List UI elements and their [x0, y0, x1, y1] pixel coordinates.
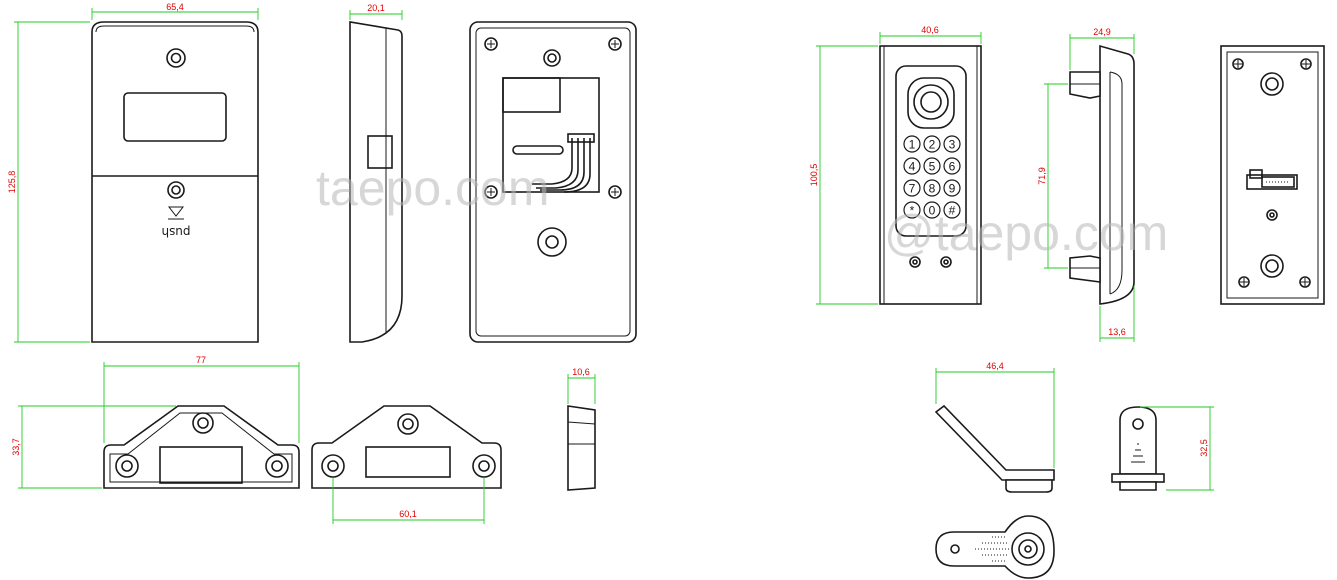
screw-icon — [1300, 58, 1312, 70]
screw-icon — [484, 37, 498, 51]
keypad-height-label: 100,5 — [809, 164, 819, 187]
front-width-label: 65,4 — [166, 2, 184, 12]
front-height-label: 125,8 — [7, 171, 17, 194]
front-width-dimension: 65,4 — [91, 2, 259, 20]
keypad-key-3: 3 — [943, 135, 961, 153]
base-height-dimension: 33,7 — [11, 405, 176, 489]
keypad-key-label: 4 — [909, 160, 916, 174]
hole-spacing-label: 60,1 — [399, 509, 417, 519]
base-width-label: 77 — [196, 355, 206, 365]
base-side-view — [567, 405, 596, 491]
keypad-side-view — [1069, 44, 1135, 305]
keypad-height-dimension: 100,5 — [809, 45, 878, 305]
keypad-width-dimension: 40,6 — [879, 25, 982, 44]
base-view — [103, 405, 300, 489]
keyfob-top-view — [935, 515, 1055, 579]
screw-icon — [1232, 58, 1244, 70]
keyfob-front-view — [1111, 406, 1165, 491]
keypad-back-view — [1220, 45, 1325, 305]
base-width-dimension: 77 — [103, 355, 300, 443]
base-thickness-label: 10,6 — [572, 367, 590, 377]
keypad-key-1: 1 — [903, 135, 921, 153]
keypad-key-4: 4 — [903, 157, 921, 175]
screw-icon — [608, 185, 622, 199]
keypad-key-label: * — [910, 204, 915, 218]
keypad-key-label: 6 — [949, 160, 956, 174]
front-view: push — [91, 21, 259, 343]
keypad-key-8: 8 — [923, 179, 941, 197]
bracket-depth-dimension: 13,6 — [1099, 286, 1135, 342]
keypad-key-label: 2 — [929, 138, 936, 152]
watermark-right: @taepo.com — [884, 205, 1168, 261]
keypad-key-0: 0 — [923, 201, 941, 219]
keypad-key-label: 3 — [949, 138, 956, 152]
keypad-key-label: 7 — [909, 182, 916, 196]
bracket-spacing-dimension: 71,9 — [1037, 83, 1068, 269]
keypad-key-label: 8 — [929, 182, 936, 196]
keypad-key-7: 7 — [903, 179, 921, 197]
bracket-spacing-label: 71,9 — [1037, 167, 1047, 185]
key-height-dimension: 32,5 — [1140, 406, 1214, 491]
push-label: push — [161, 225, 190, 239]
keypad-key-*: * — [903, 201, 921, 219]
keypad-width-label: 40,6 — [921, 25, 939, 35]
keypad-key-label: 0 — [929, 204, 936, 218]
side-width-label: 20,1 — [367, 3, 385, 13]
base-thickness-dimension: 10,6 — [567, 367, 596, 404]
side-width-dimension: 20,1 — [349, 3, 403, 20]
screw-icon — [1299, 276, 1311, 288]
base-bottom-view — [311, 405, 502, 489]
bracket-depth-label: 13,6 — [1108, 327, 1126, 337]
keyfob-side-view — [934, 404, 1055, 493]
keypad-depth-dimension: 24,9 — [1069, 27, 1135, 70]
front-height-dimension: 125,8 — [7, 21, 90, 343]
watermark-left: taepo.com — [316, 160, 549, 216]
hole-spacing-dimension: 60,1 — [332, 478, 485, 524]
keypad-key-label: 1 — [909, 138, 916, 152]
keypad-key-label: 5 — [929, 160, 936, 174]
base-height-label: 33,7 — [11, 438, 21, 456]
screw-icon — [1238, 276, 1250, 288]
keypad-key-6: 6 — [943, 157, 961, 175]
keypad-key-#: # — [943, 201, 961, 219]
keypad-key-label: # — [949, 204, 956, 218]
keypad-key-2: 2 — [923, 135, 941, 153]
keypad-depth-label: 24,9 — [1093, 27, 1111, 37]
keypad-key-5: 5 — [923, 157, 941, 175]
keypad-key-label: 9 — [949, 182, 956, 196]
screw-icon — [484, 185, 498, 199]
key-width-label: 46,4 — [986, 361, 1004, 371]
key-width-dimension: 46,4 — [935, 361, 1055, 468]
keypad-key-9: 9 — [943, 179, 961, 197]
side-view — [349, 21, 403, 343]
screw-icon — [608, 37, 622, 51]
key-height-label: 32,5 — [1199, 439, 1209, 457]
back-view — [469, 21, 637, 343]
